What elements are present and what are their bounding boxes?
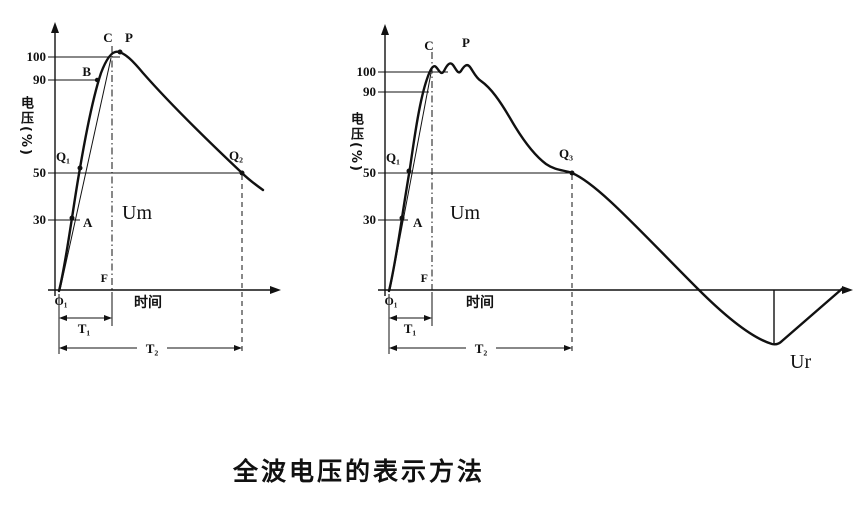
left-waveform-curve bbox=[57, 50, 265, 293]
left-x-axis-arrow-icon bbox=[270, 286, 281, 294]
left-point-C-label: C bbox=[103, 30, 112, 45]
left-point-Q1-label: Q₁ bbox=[56, 149, 70, 164]
left-y-axis-arrow-icon bbox=[51, 22, 59, 33]
left-point-A-dot bbox=[69, 215, 75, 221]
right-point-P-label: P bbox=[462, 35, 470, 50]
right-x-axis-arrow-icon bbox=[842, 286, 853, 294]
left-front-time-label: T₁ bbox=[78, 321, 91, 336]
left-point-A-label: A bbox=[83, 215, 93, 230]
right-point-Q3-label: Q₃ bbox=[559, 146, 573, 161]
left-tick-label-100: 100 bbox=[27, 49, 47, 64]
left-point-B-dot bbox=[94, 77, 100, 83]
right-point-O1-label: O₁ bbox=[385, 294, 398, 308]
right-ur-label: Ur bbox=[790, 351, 811, 373]
left-y-axis-title: 电压(%) bbox=[18, 96, 33, 157]
right-front-time-label: T₁ bbox=[404, 321, 417, 336]
left-half-value-arrowhead-left-icon bbox=[59, 345, 67, 351]
left-front-time-arrowhead-left-icon bbox=[59, 315, 67, 321]
left-point-Q1-dot bbox=[77, 165, 83, 171]
left-tick-label-30: 30 bbox=[33, 212, 46, 227]
right-point-F-label: F bbox=[421, 271, 428, 285]
right-front-time-arrowhead-right-icon bbox=[424, 315, 432, 321]
left-tick-label-50: 50 bbox=[33, 165, 46, 180]
right-diagram: 100 90 50 30 C P Q₁ A Q₃ F O₁ bbox=[357, 24, 853, 373]
figure-caption: 全波电压的表示方法 bbox=[233, 457, 486, 486]
left-virtual-front-line bbox=[59, 57, 112, 291]
right-waveform-curve bbox=[387, 62, 845, 346]
left-front-time-arrowhead-right-icon bbox=[104, 315, 112, 321]
left-half-value-time-label: T₂ bbox=[146, 341, 159, 356]
right-tick-label-100: 100 bbox=[357, 64, 377, 79]
right-point-Q3-dot bbox=[569, 170, 575, 176]
left-point-B-label: B bbox=[82, 64, 91, 79]
left-half-value-arrowhead-right-icon bbox=[234, 345, 242, 351]
right-y-axis-title: 电压(%) bbox=[348, 112, 363, 173]
left-x-axis-title: 时间 bbox=[134, 294, 162, 311]
right-point-A-dot bbox=[399, 215, 405, 221]
left-point-P-label: P bbox=[125, 30, 133, 45]
right-tick-label-50: 50 bbox=[363, 165, 376, 180]
left-point-Q2-label: Q₂ bbox=[229, 148, 243, 163]
right-point-A-label: A bbox=[413, 215, 423, 230]
right-y-axis-arrow-icon bbox=[381, 24, 389, 35]
right-front-time-arrowhead-left-icon bbox=[389, 315, 397, 321]
left-diagram: 100 90 50 30 C P B Q₁ A bbox=[27, 22, 281, 356]
right-half-value-arrowhead-left-icon bbox=[389, 345, 397, 351]
right-tick-label-30: 30 bbox=[363, 212, 376, 227]
left-point-Q2-dot bbox=[239, 170, 245, 176]
right-tick-label-90: 90 bbox=[363, 84, 376, 99]
right-point-Q1-dot bbox=[406, 168, 412, 174]
right-half-value-time-label: T₂ bbox=[475, 341, 488, 356]
left-point-F-label: F bbox=[101, 271, 108, 285]
right-um-label: Um bbox=[450, 202, 480, 224]
left-point-O1-label: O₁ bbox=[55, 294, 68, 308]
right-half-value-arrowhead-right-icon bbox=[564, 345, 572, 351]
left-um-label: Um bbox=[122, 202, 152, 224]
right-x-axis-title: 时间 bbox=[466, 294, 494, 311]
left-point-P-dot bbox=[117, 49, 123, 55]
right-point-C-label: C bbox=[424, 38, 433, 53]
left-tick-label-90: 90 bbox=[33, 72, 46, 87]
right-point-Q1-label: Q₁ bbox=[386, 150, 400, 165]
